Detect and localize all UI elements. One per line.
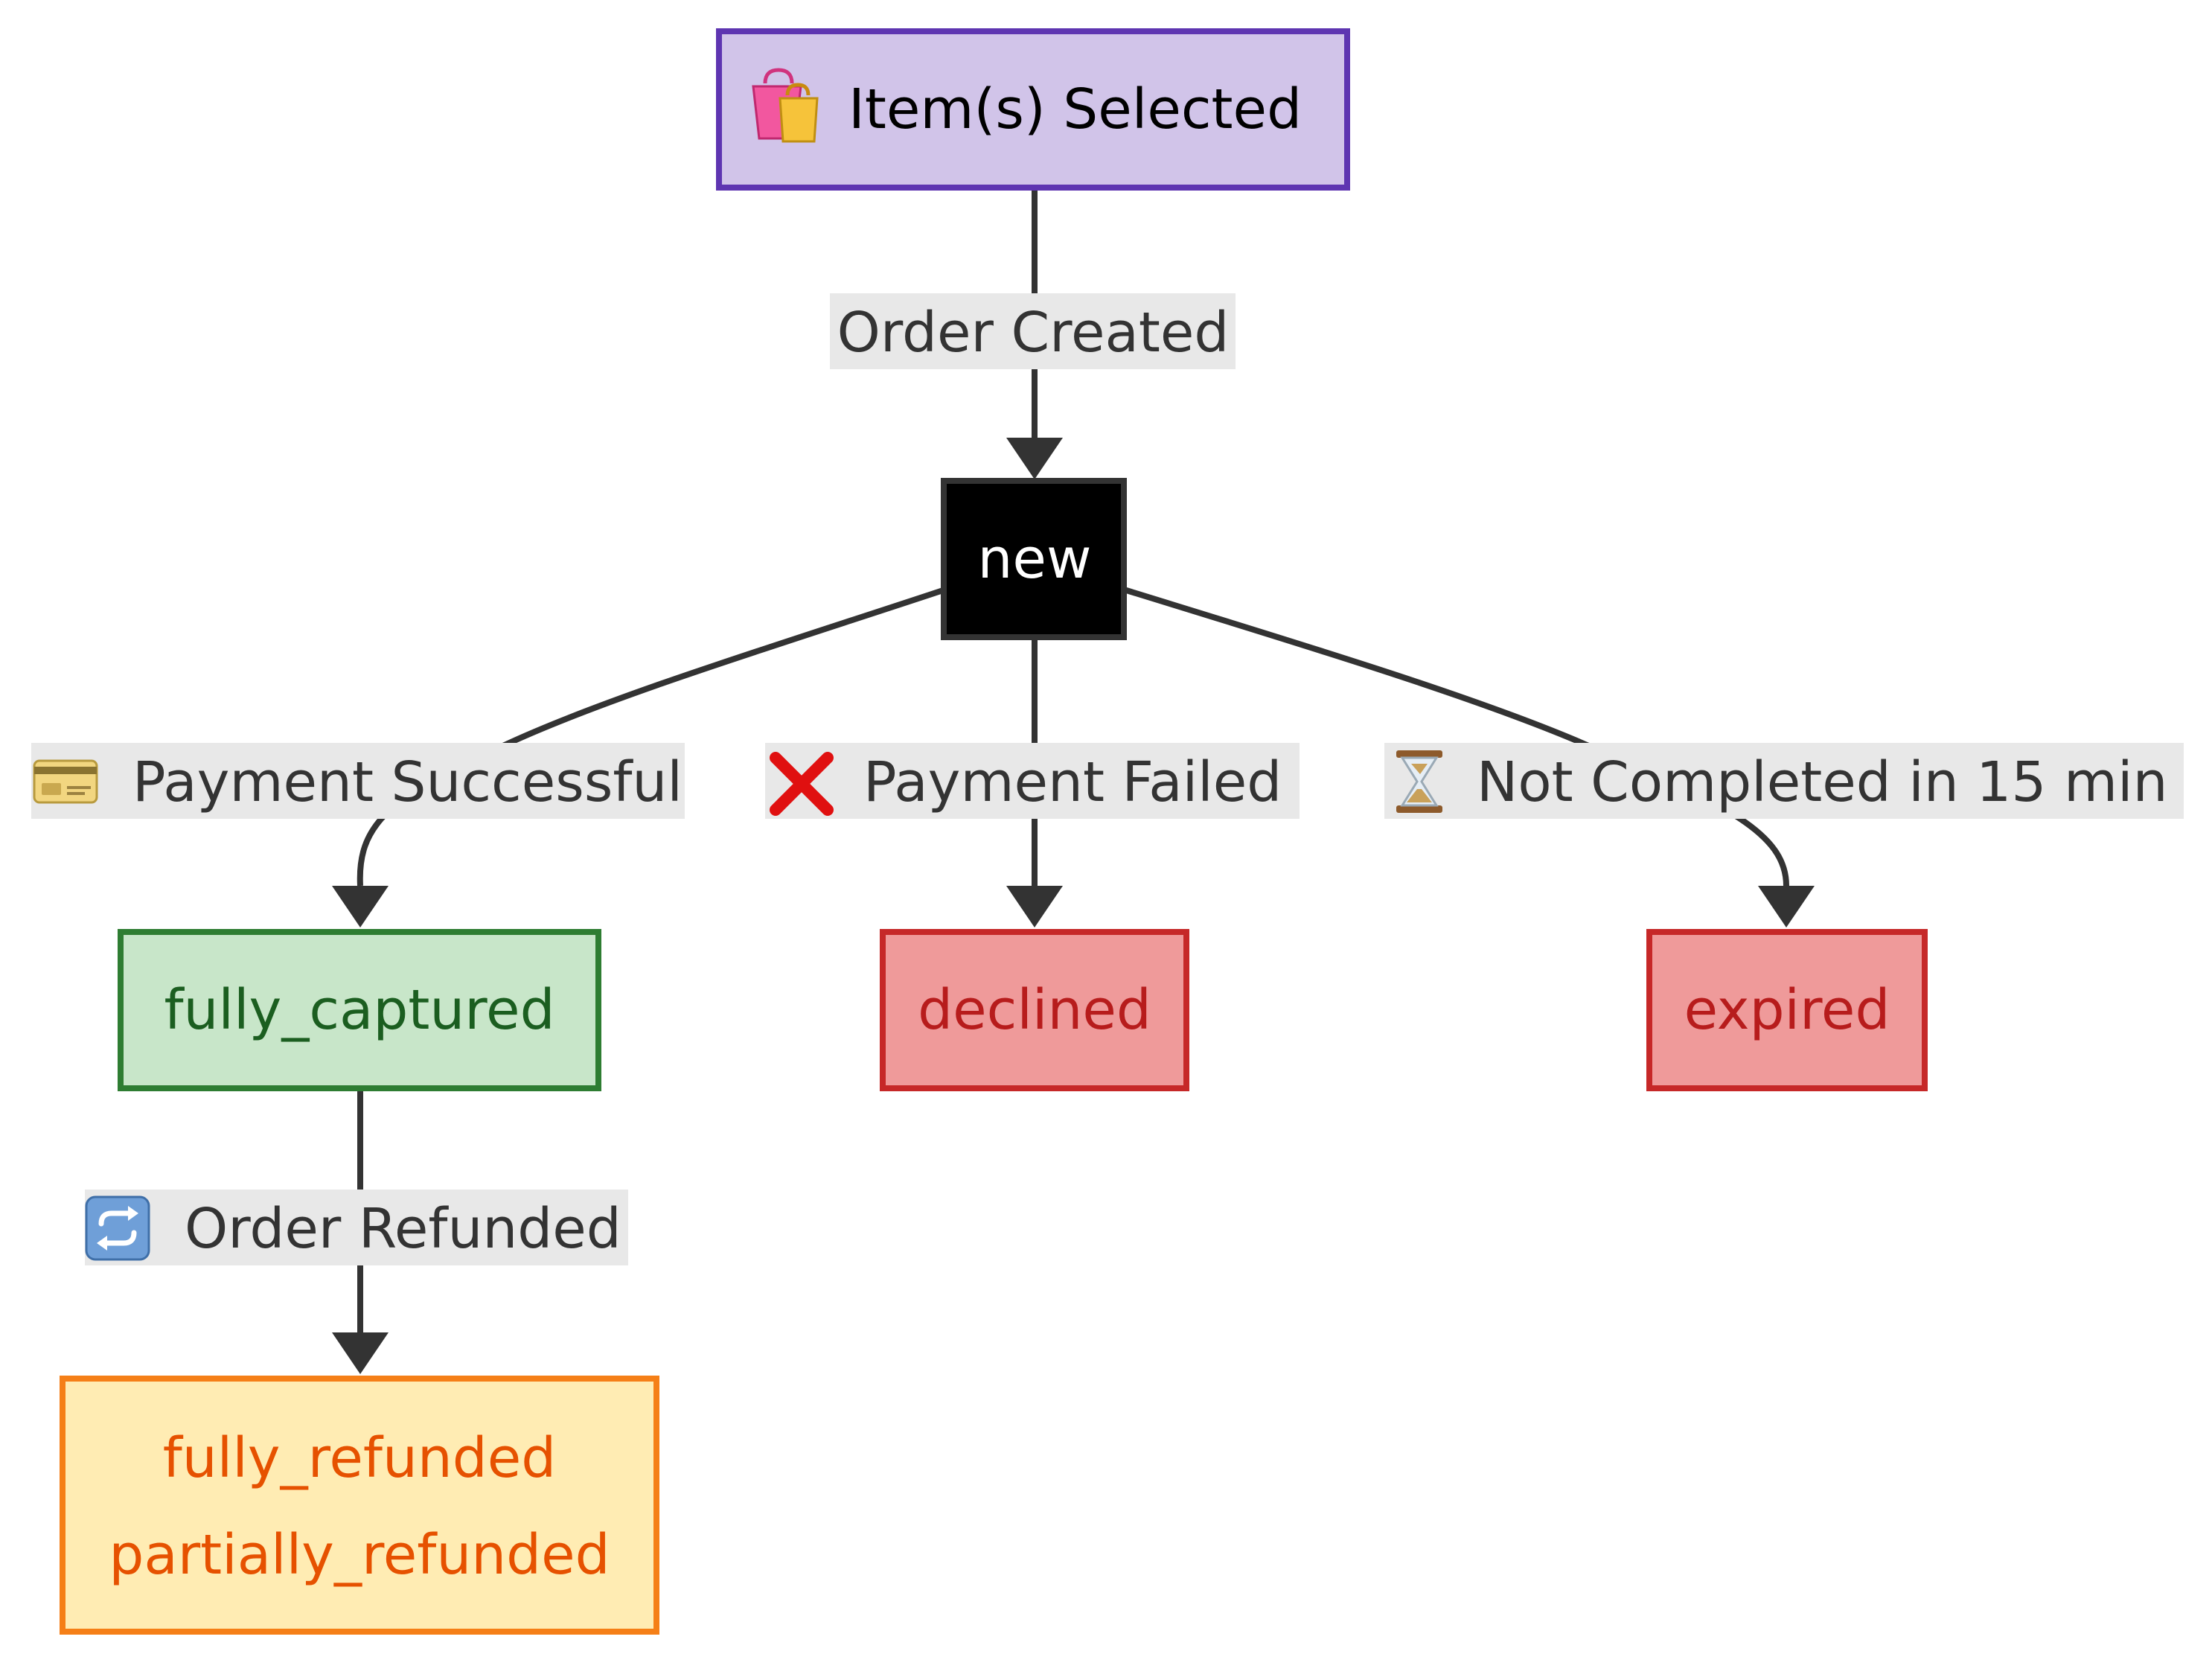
node-box: [1646, 929, 1928, 1091]
edge-line: [1122, 587, 1789, 887]
arrowhead: [332, 1332, 389, 1374]
node-box: [941, 478, 1127, 640]
node-label: new: [978, 527, 1092, 591]
edge-payment-successful: [332, 587, 947, 927]
arrowhead: [332, 886, 389, 927]
arrowhead: [1006, 438, 1063, 479]
node-new[interactable]: new: [941, 478, 1127, 640]
node-box: [880, 929, 1189, 1091]
cross-mark-icon: [770, 752, 834, 816]
node-box: [60, 1376, 659, 1635]
node-label: Item(s) Selected: [848, 77, 1302, 141]
edge-not-completed: [1122, 587, 1815, 927]
edge-label-text: Payment Successful: [132, 750, 683, 814]
node-box: [118, 929, 601, 1091]
edge-label-text: Payment Failed: [863, 750, 1282, 814]
edge-line: [357, 587, 947, 887]
edge-label-text: Order Refunded: [185, 1197, 621, 1261]
arrowhead: [1758, 886, 1815, 927]
node-label-line-1: fully_refunded: [163, 1426, 557, 1490]
node-refunded[interactable]: fully_refunded partially_refunded: [60, 1376, 659, 1635]
credit-card-icon: [33, 759, 98, 804]
edge-label-text: Order Created: [837, 301, 1230, 365]
edge-label-text: Not Completed in 15 min: [1477, 750, 2168, 814]
edge-label-payment-failed: Payment Failed: [765, 743, 1300, 819]
shopping-bags-icon: [752, 68, 819, 143]
edge-label-payment-successful: Payment Successful: [31, 743, 685, 819]
node-box: [716, 28, 1350, 191]
node-item-selected[interactable]: Item(s) Selected: [716, 28, 1350, 191]
edge-label-order-created: Order Created: [830, 293, 1236, 369]
edge-label-order-refunded: Order Refunded: [85, 1190, 628, 1265]
node-expired[interactable]: expired: [1646, 929, 1928, 1091]
node-label: fully_captured: [164, 978, 554, 1042]
node-fully-captured[interactable]: fully_captured: [118, 929, 601, 1091]
hourglass-icon: [1396, 750, 1442, 813]
node-declined[interactable]: declined: [880, 929, 1189, 1091]
repeat-icon: [85, 1195, 150, 1261]
node-label: declined: [918, 978, 1151, 1042]
node-label-line-2: partially_refunded: [109, 1523, 610, 1587]
arrowhead: [1006, 886, 1063, 927]
node-label: expired: [1684, 978, 1890, 1042]
edge-label-not-completed: Not Completed in 15 min: [1384, 743, 2184, 819]
